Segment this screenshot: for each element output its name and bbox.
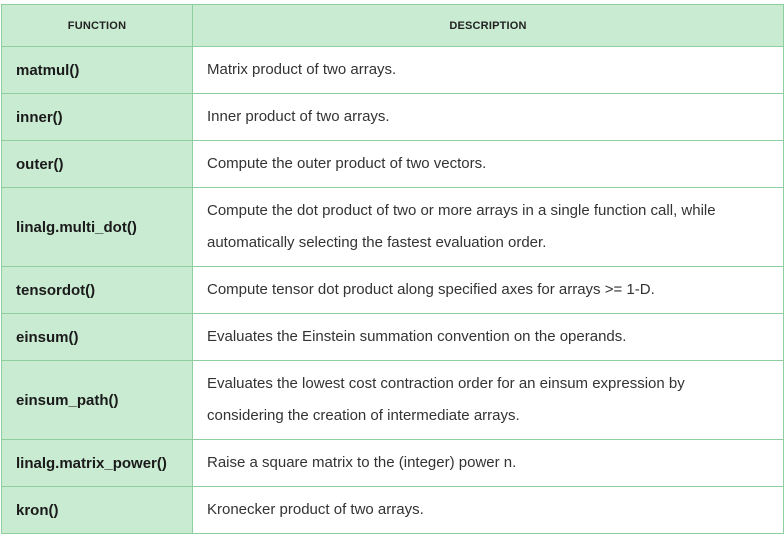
description-cell: Raise a square matrix to the (integer) p… xyxy=(192,439,784,487)
description-cell: Compute tensor dot product along specifi… xyxy=(192,266,784,314)
function-name-cell: linalg.multi_dot() xyxy=(1,187,193,267)
functions-table: FUNCTION DESCRIPTION matmul() Matrix pro… xyxy=(1,4,784,534)
function-name-cell: linalg.matrix_power() xyxy=(1,439,193,487)
function-name-cell: inner() xyxy=(1,93,193,141)
function-name-cell: kron() xyxy=(1,486,193,534)
description-cell: Kronecker product of two arrays. xyxy=(192,486,784,534)
table-row: kron() Kronecker product of two arrays. xyxy=(1,486,784,534)
description-cell: Matrix product of two arrays. xyxy=(192,46,784,94)
function-name-cell: matmul() xyxy=(1,46,193,94)
table-body: matmul() Matrix product of two arrays. i… xyxy=(1,46,784,534)
function-name-cell: outer() xyxy=(1,140,193,188)
function-name-cell: einsum() xyxy=(1,313,193,361)
function-name-cell: tensordot() xyxy=(1,266,193,314)
table-row: linalg.matrix_power() Raise a square mat… xyxy=(1,439,784,487)
table-row: einsum() Evaluates the Einstein summatio… xyxy=(1,313,784,361)
table-row: inner() Inner product of two arrays. xyxy=(1,93,784,141)
table-row: einsum_path() Evaluates the lowest cost … xyxy=(1,360,784,440)
description-cell: Inner product of two arrays. xyxy=(192,93,784,141)
description-cell: Evaluates the Einstein summation convent… xyxy=(192,313,784,361)
description-cell: Compute the dot product of two or more a… xyxy=(192,187,784,267)
description-cell: Evaluates the lowest cost contraction or… xyxy=(192,360,784,440)
table-row: linalg.multi_dot() Compute the dot produ… xyxy=(1,187,784,267)
function-column-header: FUNCTION xyxy=(1,4,193,47)
function-name-cell: einsum_path() xyxy=(1,360,193,440)
table-row: outer() Compute the outer product of two… xyxy=(1,140,784,188)
description-cell: Compute the outer product of two vectors… xyxy=(192,140,784,188)
description-column-header: DESCRIPTION xyxy=(192,4,784,47)
header-row: FUNCTION DESCRIPTION xyxy=(1,4,784,47)
table-header: FUNCTION DESCRIPTION xyxy=(1,4,784,47)
table-row: tensordot() Compute tensor dot product a… xyxy=(1,266,784,314)
table-row: matmul() Matrix product of two arrays. xyxy=(1,46,784,94)
